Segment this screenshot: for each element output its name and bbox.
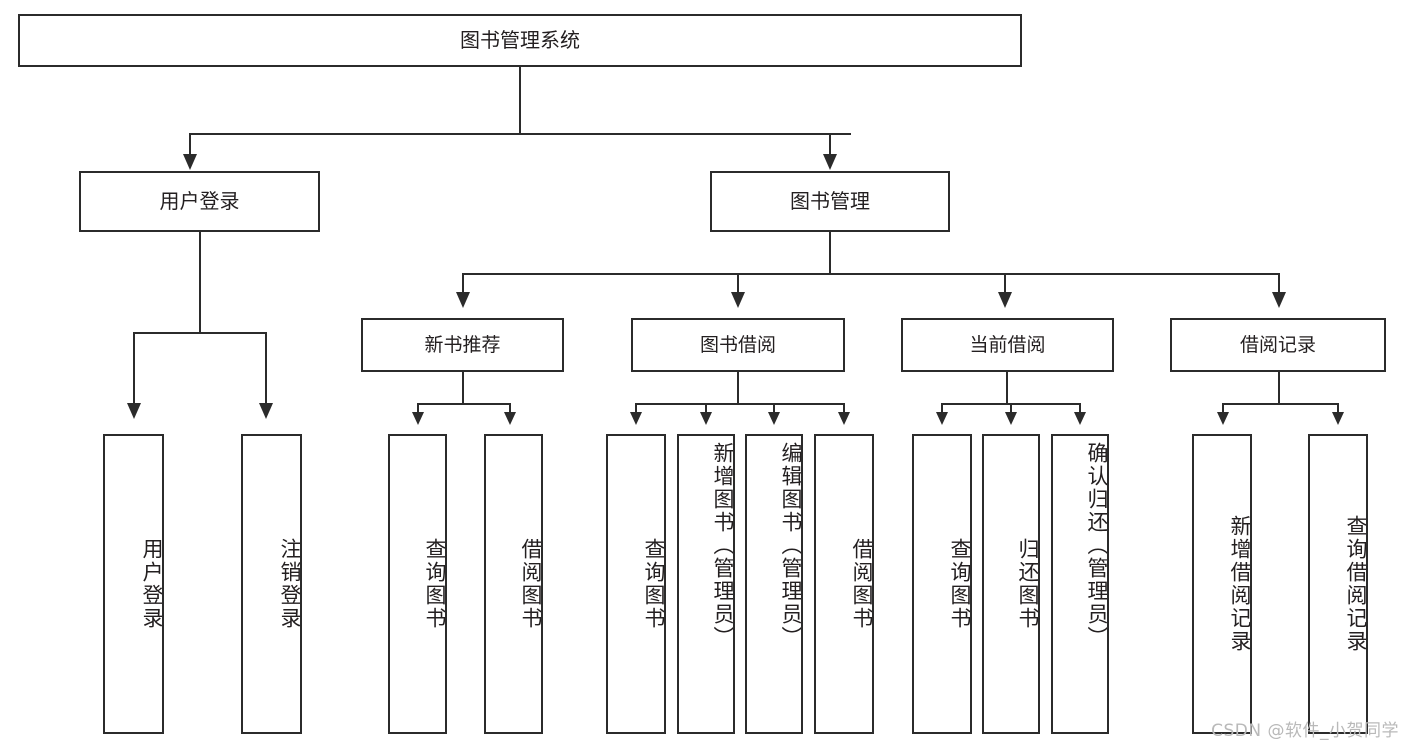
connector-root-bus: [189, 133, 851, 135]
arrowhead-user-login: [183, 154, 197, 170]
connector-to-book-borrow: [737, 273, 739, 293]
arrowhead-leaf-confirm-return: [1074, 412, 1086, 425]
leaf-query-book-2[interactable]: 查询图书: [606, 434, 666, 734]
connector-root-stem: [519, 67, 521, 134]
connector-to-current-borrow: [1004, 273, 1006, 293]
connector-to-leaf-query-book-1: [417, 403, 419, 413]
leaf-borrow-book-2-label: 借阅图书: [850, 538, 874, 630]
leaf-add-book-label: 新增图书（管理员）: [711, 442, 735, 649]
connector-to-leaf-add-record: [1222, 403, 1224, 413]
arrowhead-leaf-query-book-1: [412, 412, 424, 425]
leaf-user-logout[interactable]: 注销登录: [241, 434, 302, 734]
node-borrow-record[interactable]: 借阅记录: [1170, 318, 1386, 372]
leaf-confirm-return-label: 确认归还（管理员）: [1085, 442, 1109, 649]
node-user-login[interactable]: 用户登录: [79, 171, 320, 232]
connector-book-management-bus: [462, 273, 1280, 275]
connector-book-borrow-stem: [737, 372, 739, 404]
arrowhead-leaf-query-record: [1332, 412, 1344, 425]
arrowhead-book-borrow: [731, 292, 745, 308]
leaf-add-book[interactable]: 新增图书（管理员）: [677, 434, 735, 734]
node-current-borrow[interactable]: 当前借阅: [901, 318, 1114, 372]
arrowhead-leaf-return-book: [1005, 412, 1017, 425]
leaf-borrow-book-2[interactable]: 借阅图书: [814, 434, 874, 734]
connector-to-leaf-user-logout: [265, 332, 267, 404]
arrowhead-leaf-user-logout: [259, 403, 273, 419]
connector-to-borrow-record: [1278, 273, 1280, 293]
leaf-query-record-label: 查询借阅记录: [1344, 515, 1368, 653]
connector-to-new-book-recommend: [462, 273, 464, 293]
leaf-user-login[interactable]: 用户登录: [103, 434, 164, 734]
arrowhead-leaf-borrow-book-2: [838, 412, 850, 425]
arrowhead-leaf-borrow-book-1: [504, 412, 516, 425]
leaf-query-book-3-label: 查询图书: [948, 538, 972, 630]
connector-new-book-recommend-bus: [417, 403, 510, 405]
connector-to-leaf-borrow-book-2: [843, 403, 845, 413]
arrowhead-book-management: [823, 154, 837, 170]
leaf-user-logout-label: 注销登录: [278, 538, 302, 630]
leaf-confirm-return[interactable]: 确认归还（管理员）: [1051, 434, 1109, 734]
connector-to-leaf-borrow-book-1: [509, 403, 511, 413]
leaf-return-book-label: 归还图书: [1016, 538, 1040, 630]
connector-to-leaf-confirm-return: [1079, 403, 1081, 413]
leaf-query-record[interactable]: 查询借阅记录: [1308, 434, 1368, 734]
leaf-query-book-1[interactable]: 查询图书: [388, 434, 447, 734]
leaf-add-record-label: 新增借阅记录: [1228, 515, 1252, 653]
connector-new-book-recommend-stem: [462, 372, 464, 404]
arrowhead-borrow-record: [1272, 292, 1286, 308]
connector-book-borrow-bus: [635, 403, 844, 405]
leaf-borrow-book-1-label: 借阅图书: [519, 538, 543, 630]
leaf-return-book[interactable]: 归还图书: [982, 434, 1040, 734]
connector-root-to-user-login: [189, 133, 191, 155]
leaf-query-book-1-label: 查询图书: [423, 538, 447, 630]
connector-current-borrow-stem: [1006, 372, 1008, 404]
connector-to-leaf-add-book: [705, 403, 707, 413]
arrowhead-current-borrow: [998, 292, 1012, 308]
leaf-edit-book-label: 编辑图书（管理员）: [779, 442, 803, 649]
leaf-query-book-3[interactable]: 查询图书: [912, 434, 972, 734]
connector-to-leaf-edit-book: [773, 403, 775, 413]
node-book-management[interactable]: 图书管理: [710, 171, 950, 232]
arrowhead-leaf-add-book: [700, 412, 712, 425]
leaf-query-book-2-label: 查询图书: [642, 538, 666, 630]
connector-book-management-stem: [829, 232, 831, 274]
connector-user-login-bus: [133, 332, 267, 334]
node-root-system[interactable]: 图书管理系统: [18, 14, 1022, 67]
connector-to-leaf-query-book-2: [635, 403, 637, 413]
arrowhead-leaf-query-book-3: [936, 412, 948, 425]
arrowhead-leaf-add-record: [1217, 412, 1229, 425]
connector-borrow-record-stem: [1278, 372, 1280, 404]
arrowhead-leaf-query-book-2: [630, 412, 642, 425]
connector-to-leaf-query-record: [1337, 403, 1339, 413]
connector-user-login-stem: [199, 232, 201, 333]
node-book-borrow[interactable]: 图书借阅: [631, 318, 845, 372]
leaf-user-login-label: 用户登录: [140, 538, 164, 630]
watermark-text: CSDN @软件_小贺同学: [1211, 721, 1399, 741]
leaf-borrow-book-1[interactable]: 借阅图书: [484, 434, 543, 734]
connector-root-to-book-management: [829, 133, 831, 155]
connector-borrow-record-bus: [1222, 403, 1339, 405]
connector-to-leaf-return-book: [1010, 403, 1012, 413]
connector-to-leaf-query-book-3: [941, 403, 943, 413]
connector-to-leaf-user-login: [133, 332, 135, 404]
leaf-edit-book[interactable]: 编辑图书（管理员）: [745, 434, 803, 734]
leaf-add-record[interactable]: 新增借阅记录: [1192, 434, 1252, 734]
arrowhead-leaf-user-login: [127, 403, 141, 419]
arrowhead-new-book-recommend: [456, 292, 470, 308]
node-new-book-recommend[interactable]: 新书推荐: [361, 318, 564, 372]
arrowhead-leaf-edit-book: [768, 412, 780, 425]
